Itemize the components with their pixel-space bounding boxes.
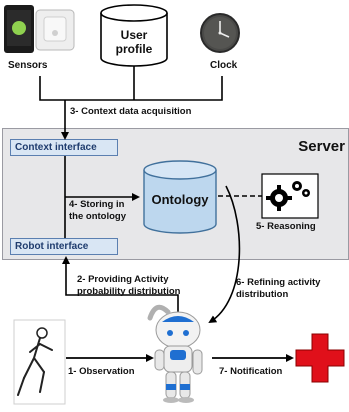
gears-icon (266, 181, 310, 211)
reasoning-label: 5- Reasoning (256, 221, 316, 232)
clock-icon (198, 12, 242, 58)
server-label: Server (298, 138, 345, 155)
ontology-label: Ontology (151, 192, 209, 207)
medical-cross-icon (295, 333, 345, 383)
clock-label: Clock (210, 60, 238, 71)
ontology-database-icon (143, 160, 217, 234)
sensors-icon (4, 5, 75, 53)
user-profile-label: User profile (115, 28, 153, 56)
nao-robot-icon (147, 304, 203, 403)
robot-interface-box: Robot interface (10, 238, 118, 255)
step2-label: 2- Providing Activity probability distri… (77, 274, 181, 297)
step6-label: 6- Refining activity distribution (236, 277, 321, 300)
step7-label: 7- Notification (219, 366, 283, 377)
step3-label: 3- Context data acquisition (70, 106, 192, 117)
step1-label: 1- Observation (68, 366, 135, 377)
robot-interface-label: Robot interface (15, 241, 89, 252)
step4-label: 4- Storing in the ontology (69, 199, 126, 222)
sensors-label: Sensors (8, 60, 48, 71)
runner-icon (13, 319, 66, 405)
context-interface-label: Context interface (15, 142, 97, 153)
